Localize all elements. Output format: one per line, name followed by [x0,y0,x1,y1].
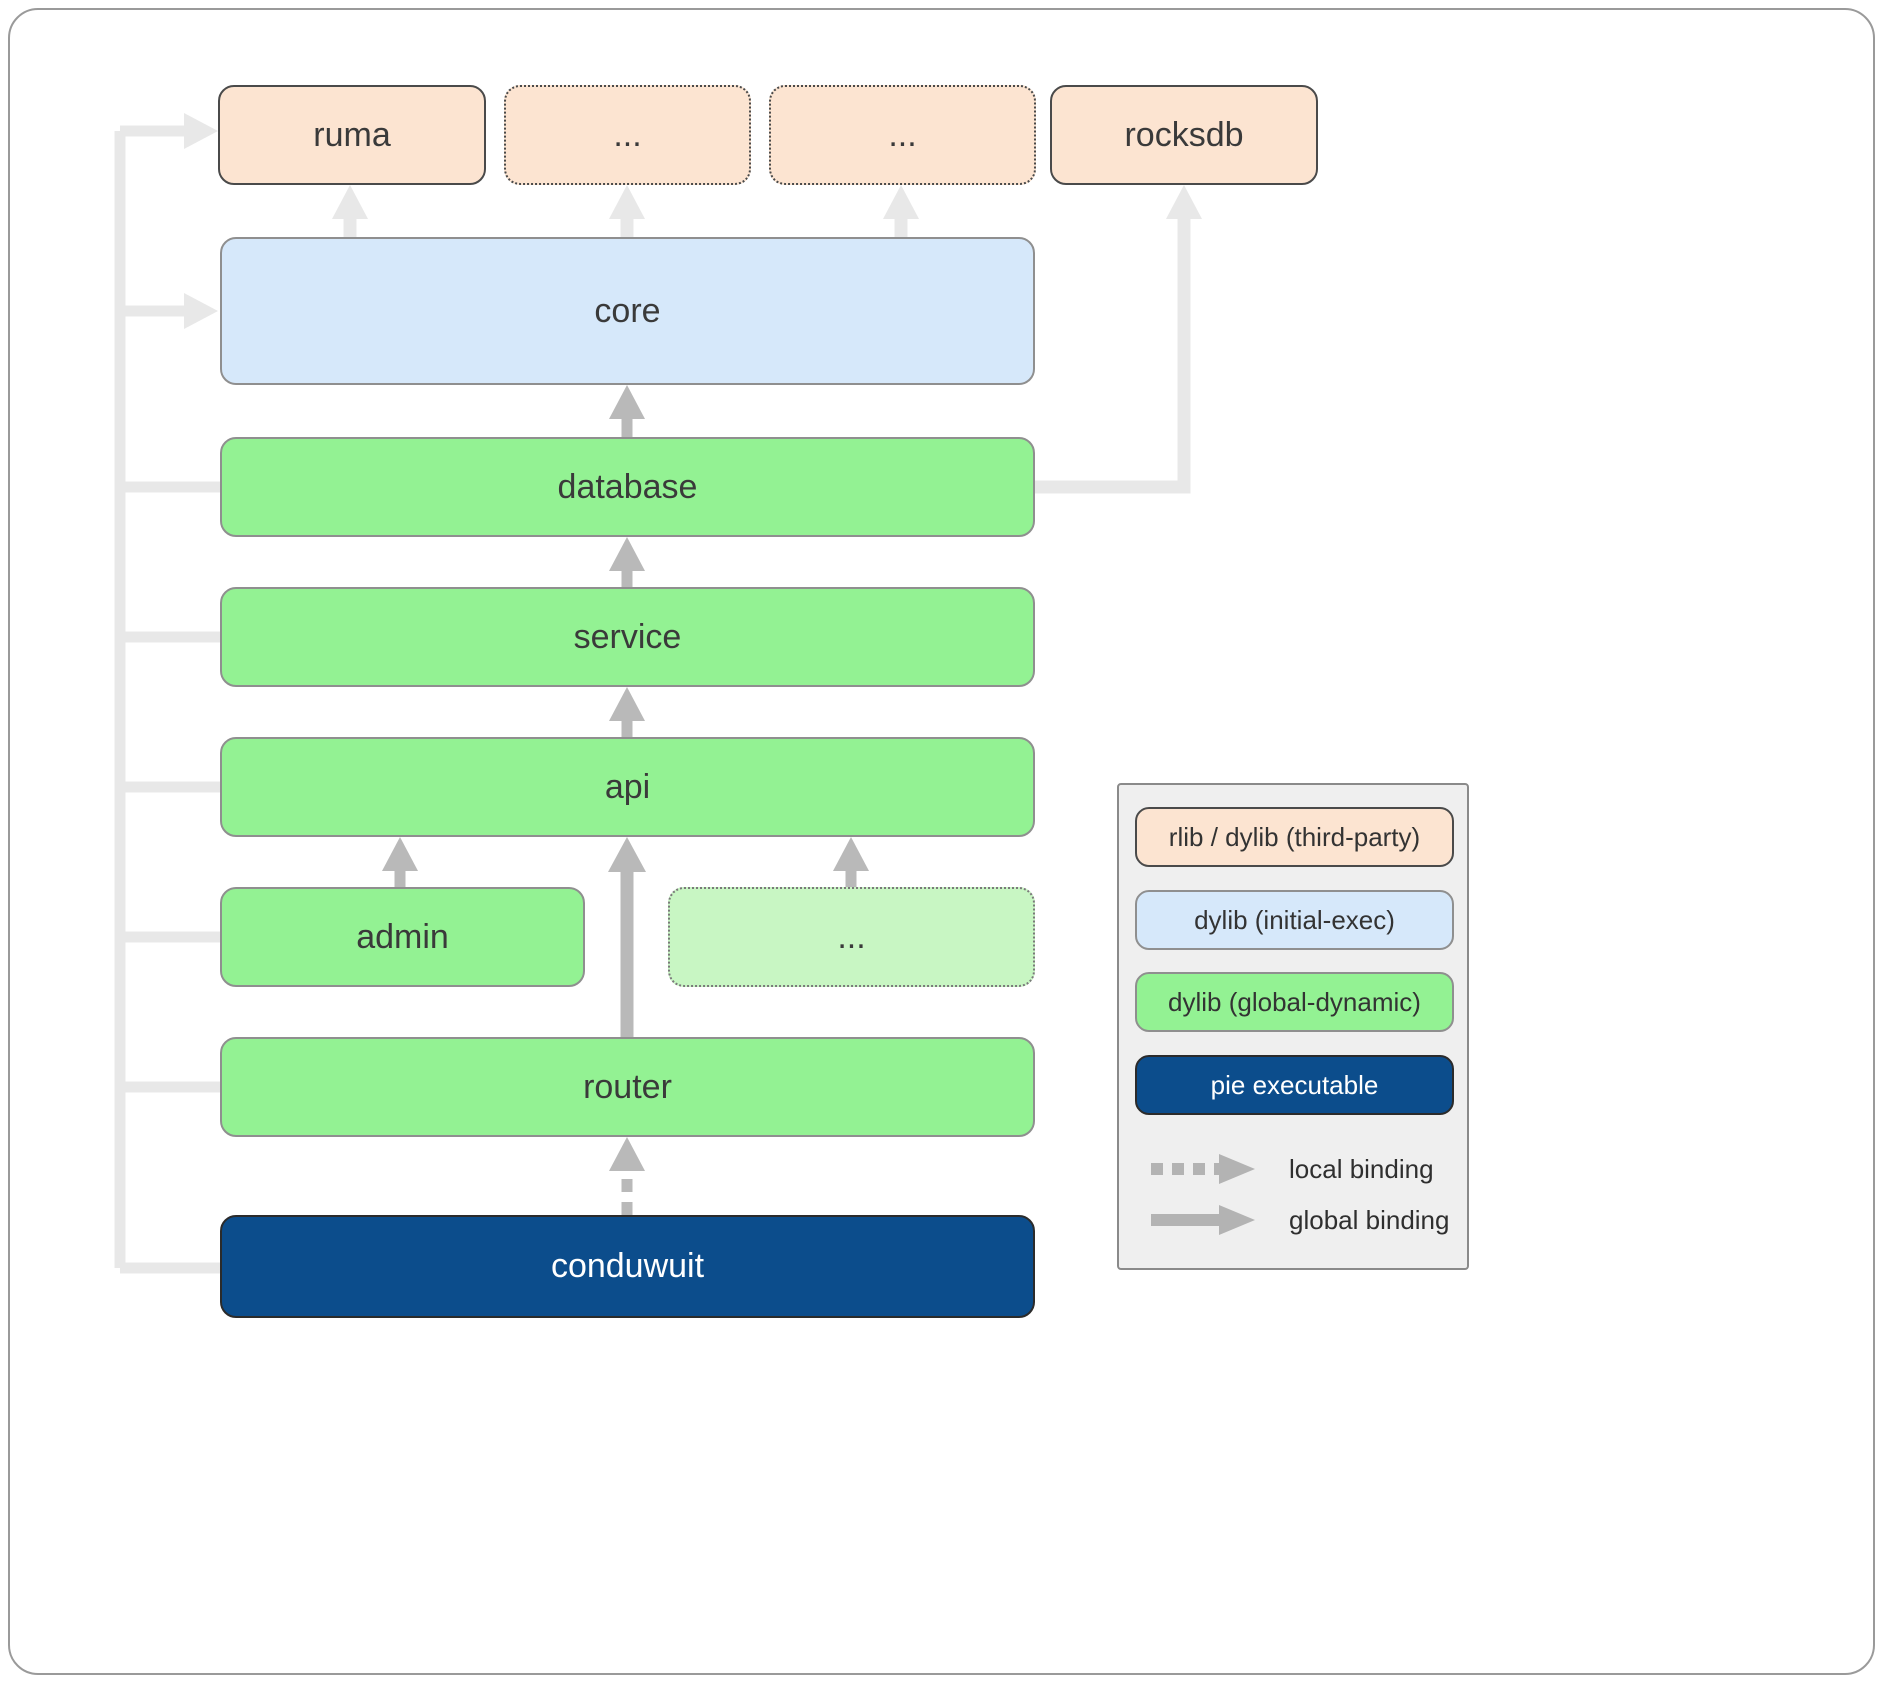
node-rocksdb: rocksdb [1050,85,1318,185]
node-ruma: ruma [218,85,486,185]
node-router: router [220,1037,1035,1137]
legend-swatch-pie-executable-label: pie executable [1210,1069,1379,1100]
node-api-label: api [604,767,651,806]
legend-swatch-thirdparty-label: rlib / dylib (third-party) [1168,821,1421,852]
node-core-label: core [594,291,661,330]
node-service: service [220,587,1035,687]
global-binding-arrow-icon [1151,1205,1255,1235]
node-core: core [220,237,1035,385]
node-conduwuit-label: conduwuit [550,1247,705,1285]
node-thirdparty-ellipsis-2-label: ... [888,115,917,154]
node-dylib-ellipsis: ... [668,887,1035,987]
node-dylib-ellipsis-label: ... [837,917,866,956]
node-service-label: service [573,617,682,656]
node-router-label: router [583,1067,672,1106]
node-conduwuit: conduwuit [220,1215,1035,1318]
legend-swatch-thirdparty: rlib / dylib (third-party) [1135,807,1454,867]
node-database: database [220,437,1035,537]
local-binding-label: local binding [1289,1153,1434,1184]
node-rocksdb-label: rocksdb [1124,115,1244,154]
legend-global-binding-row: global binding [1149,1200,1449,1240]
node-api: api [220,737,1035,837]
node-database-label: database [557,467,698,506]
legend-swatch-initial-exec-label: dylib (initial-exec) [1194,904,1395,935]
legend-swatch-global-dynamic: dylib (global-dynamic) [1135,972,1454,1032]
global-binding-label: global binding [1289,1204,1450,1235]
legend: rlib / dylib (third-party) dylib (initia… [1117,783,1469,1270]
legend-swatch-initial-exec: dylib (initial-exec) [1135,890,1454,950]
node-ruma-label: ruma [313,115,391,154]
node-admin-label: admin [356,917,449,956]
local-binding-arrow-icon [1151,1154,1255,1184]
legend-swatch-pie-executable: pie executable [1135,1055,1454,1115]
node-thirdparty-ellipsis-1-label: ... [613,115,642,154]
legend-swatch-global-dynamic-label: dylib (global-dynamic) [1168,986,1421,1017]
node-admin: admin [220,887,585,987]
legend-local-binding-row: local binding [1149,1149,1434,1189]
canvas-frame [8,8,1875,1675]
node-thirdparty-ellipsis-2: ... [769,85,1036,185]
node-thirdparty-ellipsis-1: ... [504,85,751,185]
